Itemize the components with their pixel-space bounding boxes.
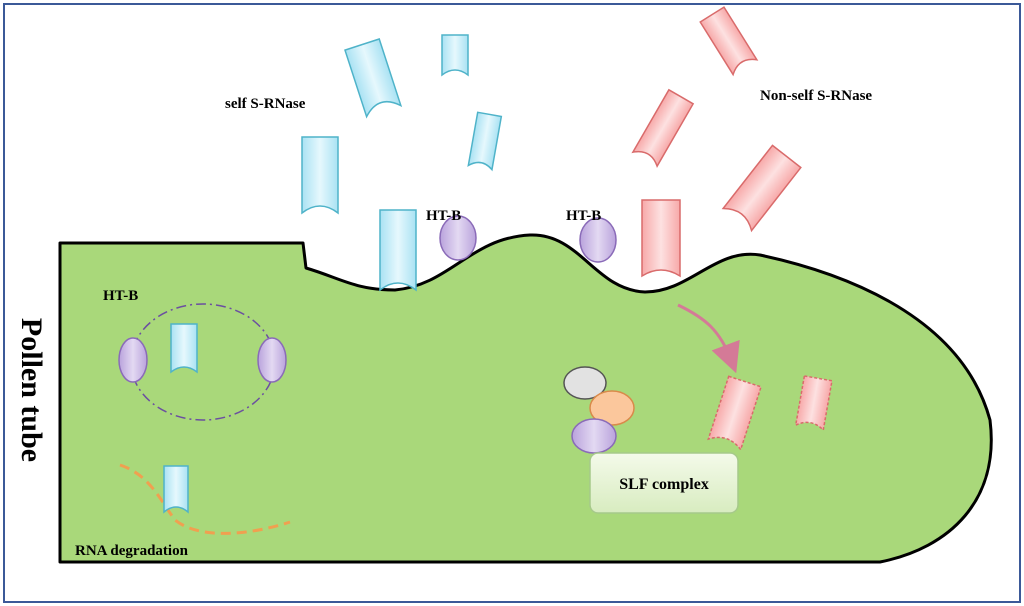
degraded-nonself-srnase-group — [707, 375, 833, 452]
vacuole-compartment — [118, 303, 287, 421]
self-srnase-icon-3 — [467, 111, 503, 172]
slf-subunit-orange-icon — [589, 390, 635, 426]
htb-surface-label-1: HT-B — [426, 208, 461, 224]
self-srnase-icon-5 — [379, 209, 417, 292]
slf-complex-box — [589, 452, 739, 514]
rna-degradation-group: RNA degradation — [75, 463, 291, 559]
self-srnase-icon-1 — [344, 38, 403, 119]
htb-surface-label-2: HT-B — [566, 208, 601, 224]
degraded-nonself-srnase-icon-1 — [707, 375, 763, 452]
vacuole-self-srnase-icon — [170, 323, 198, 374]
pollen-tube-body — [58, 233, 993, 564]
slf-subunit-purple-icon — [571, 418, 617, 454]
htb-vacuole-label: HT-B — [103, 288, 138, 304]
slf-complex-group: SLF complex — [563, 366, 739, 514]
self-srnase-group — [301, 34, 503, 292]
slf-subunit-grey-icon — [563, 366, 607, 400]
nonself-srnase-icon-4 — [641, 199, 681, 278]
vacuole-htb-icon-right — [257, 337, 287, 383]
nonself-srnase-label: Non-self S-RNase — [760, 88, 872, 104]
nonself-srnase-group — [631, 6, 802, 278]
nonself-srnase-icon-2 — [631, 88, 695, 168]
rna-degradation-label: RNA degradation — [75, 543, 189, 559]
pollen-tube-label: Pollen tube — [15, 318, 48, 462]
rna-strand — [119, 463, 291, 535]
self-srnase-label: self S-RNase — [225, 96, 306, 112]
nonself-srnase-icon-3 — [721, 144, 802, 233]
self-srnase-icon-4 — [301, 136, 339, 215]
self-srnase-icon-2 — [441, 34, 469, 77]
slf-complex-label: SLF complex — [619, 476, 709, 493]
uptake-arrow — [677, 303, 740, 374]
rna-self-srnase-icon — [163, 465, 189, 514]
nonself-srnase-icon-1 — [699, 6, 759, 77]
degraded-nonself-srnase-icon-2 — [794, 375, 833, 432]
htb-surface-icon-1 — [439, 215, 477, 261]
htb-surface-icon-2 — [579, 217, 617, 263]
vacuole-htb-icon-left — [118, 337, 148, 383]
